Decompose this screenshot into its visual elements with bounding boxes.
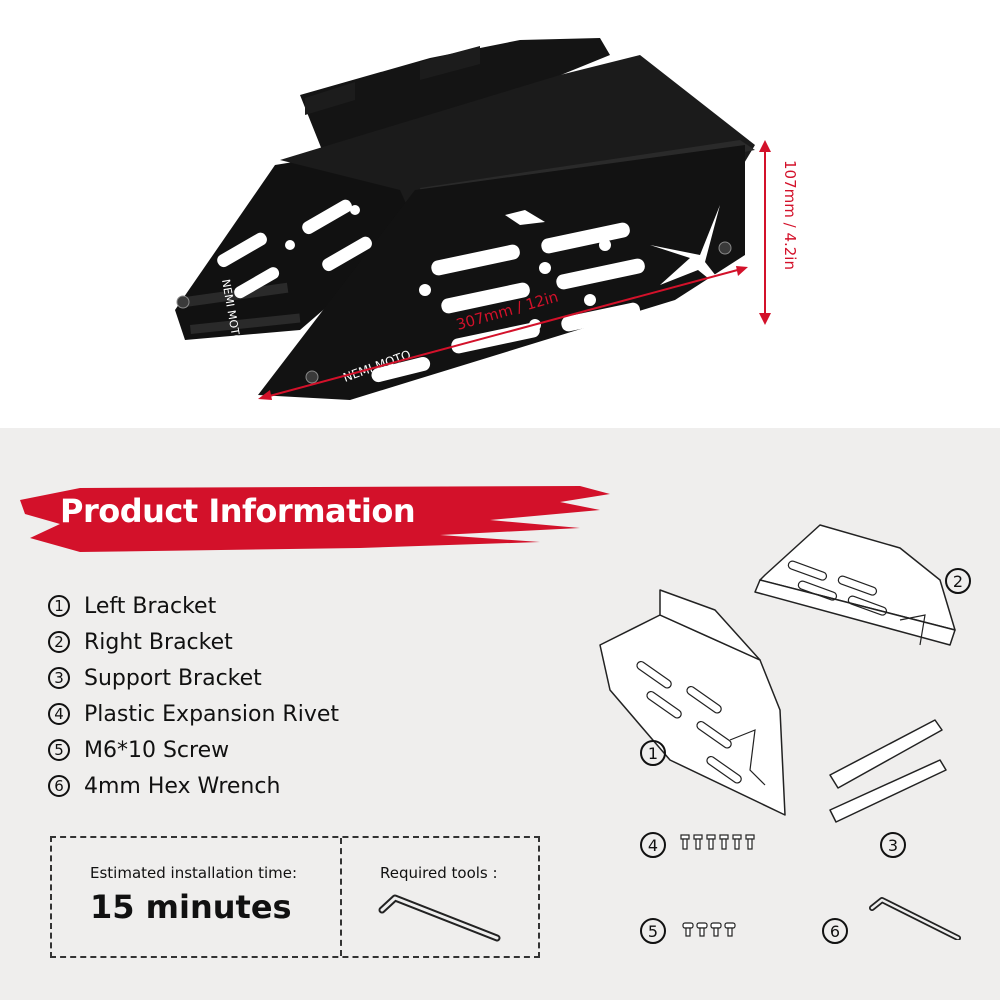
hex-wrench-icon: [378, 894, 501, 942]
list-item: 5 M6*10 Screw: [48, 732, 339, 768]
list-item: 3 Support Bracket: [48, 660, 339, 696]
list-item: 6 4mm Hex Wrench: [48, 768, 339, 804]
parts-list: 1 Left Bracket 2 Right Bracket 3 Support Br…: [48, 588, 339, 804]
item-label: M6*10 Screw: [84, 737, 230, 763]
parts-diagram: [599, 524, 961, 940]
item-number: 4: [48, 703, 70, 725]
install-time-label: Estimated installation time:: [90, 864, 298, 882]
item-label: Support Bracket: [84, 665, 262, 691]
height-dimension: 107mm / 4.2in: [781, 160, 799, 270]
rivet-icon: [680, 834, 755, 850]
list-item: 2 Right Bracket: [48, 624, 339, 660]
hex-wrench-icon: [869, 897, 961, 940]
callout-5: 5: [640, 918, 666, 944]
section-title-banner: Product Information: [20, 480, 610, 555]
item-number: 5: [48, 739, 70, 761]
installation-info-box: Estimated installation time: 15 minutes …: [50, 836, 540, 958]
item-label: Right Bracket: [84, 629, 233, 655]
item-number: 1: [48, 595, 70, 617]
screw-icon: [682, 922, 736, 937]
callout-6: 6: [822, 918, 848, 944]
length-dimension-line: [261, 267, 746, 399]
install-time-value: 15 minutes: [90, 888, 292, 926]
item-label: Plastic Expansion Rivet: [84, 701, 340, 727]
product-photo-section: NEMI MOTO NEMI MOTO 307mm / 12in 107mm /…: [0, 0, 1000, 428]
callout-4: 4: [640, 832, 666, 858]
item-label: Left Bracket: [84, 593, 217, 619]
item-label: 4mm Hex Wrench: [84, 773, 281, 799]
list-item: 1 Left Bracket: [48, 588, 339, 624]
callout-3: 3: [880, 832, 906, 858]
item-number: 3: [48, 667, 70, 689]
required-tools-label: Required tools :: [380, 864, 498, 882]
callout-1: 1: [640, 740, 666, 766]
box-divider: [340, 838, 342, 956]
section-title: Product Information: [60, 492, 416, 530]
item-number: 6: [48, 775, 70, 797]
product-photo: NEMI MOTO NEMI MOTO 307mm / 12in 107mm /…: [175, 38, 799, 400]
callout-2: 2: [945, 568, 971, 594]
red-brush-stroke: [20, 486, 610, 552]
item-number: 2: [48, 631, 70, 653]
list-item: 4 Plastic Expansion Rivet: [48, 696, 339, 732]
